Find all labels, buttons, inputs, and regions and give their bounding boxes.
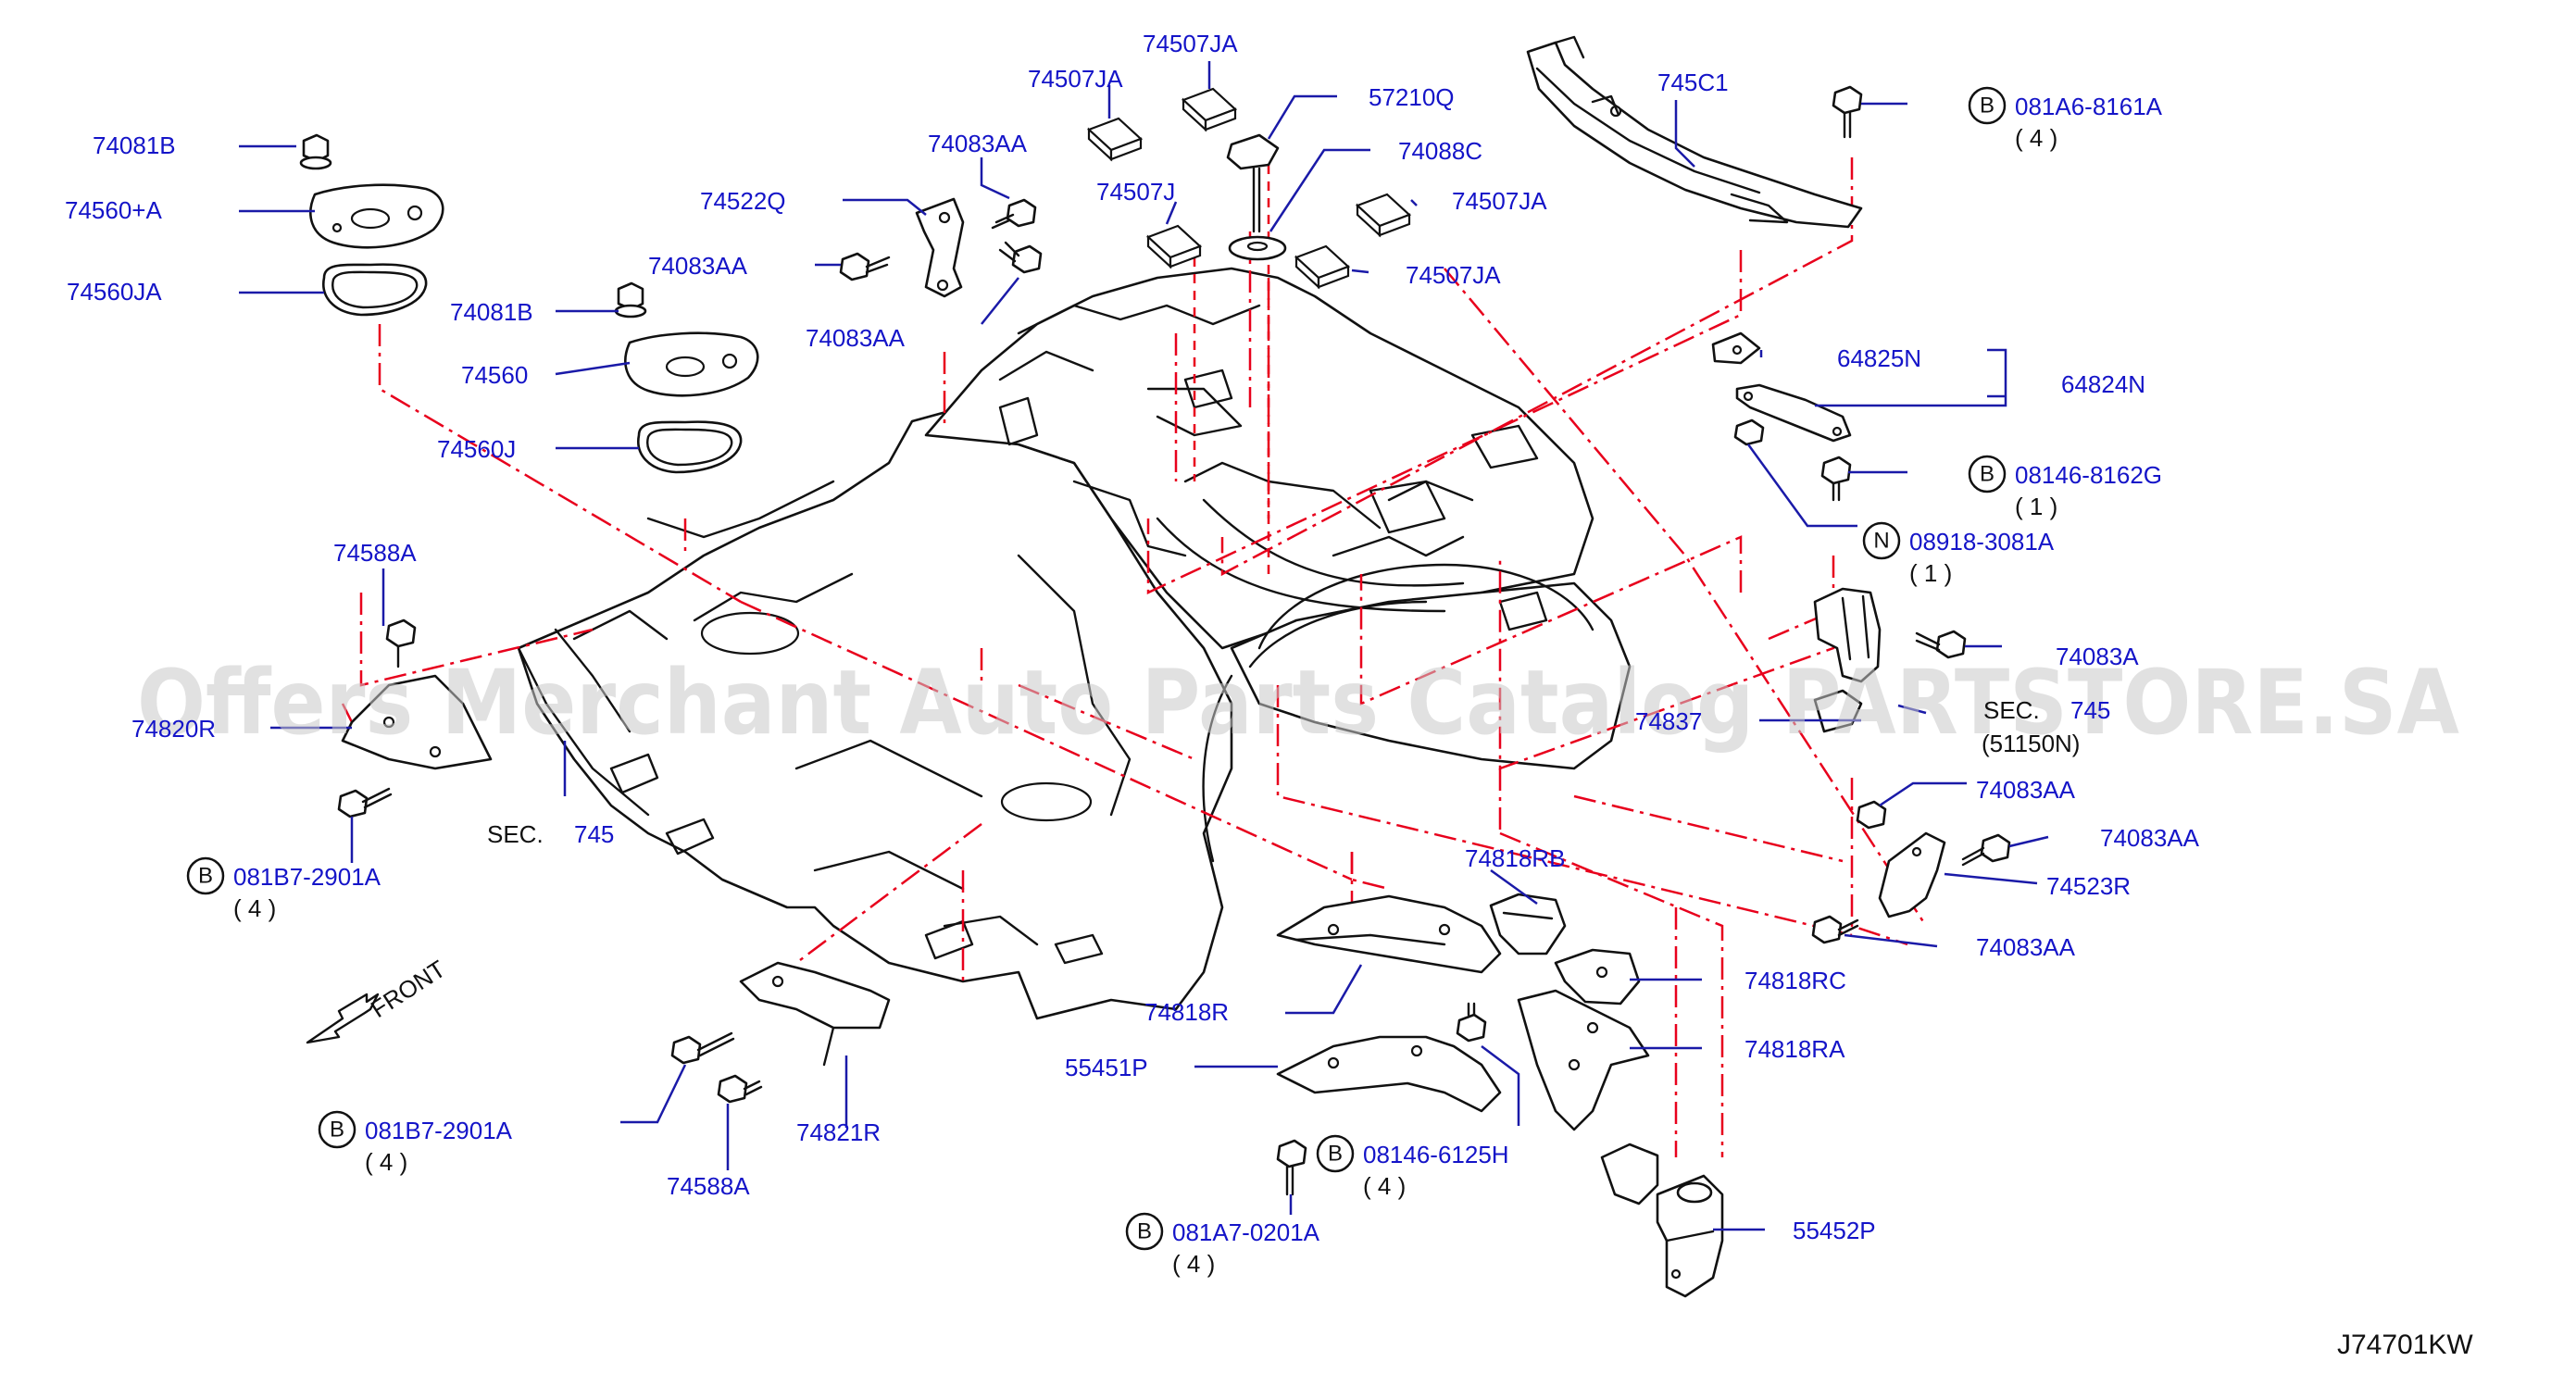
bracket-74523R xyxy=(1811,800,2011,944)
fastener-part: 08146-6125H xyxy=(1363,1141,1509,1168)
label-74818RB: 74818RB xyxy=(1465,844,1565,872)
watermark-text: Offers Merchant Auto Parts Catalog PARTS… xyxy=(137,651,2459,755)
fastener-qty: ( 4 ) xyxy=(2015,124,2057,152)
fastener-qty: ( 4 ) xyxy=(1363,1172,1406,1200)
label-74083A: 74083A xyxy=(2056,643,2139,670)
label-74507JA-1: 74507JA xyxy=(1028,65,1123,93)
label-74083AA-top: 74083AA xyxy=(928,130,1028,157)
fastener-part: 08146-8162G xyxy=(2015,461,2162,489)
label-74083AA-r2: 74083AA xyxy=(2100,824,2200,852)
label-74560A: 74560+A xyxy=(65,196,162,224)
label-55451P: 55451P xyxy=(1065,1054,1148,1081)
sec-ref-left-number: 745 xyxy=(574,820,614,848)
rail-745C1 xyxy=(1526,35,1863,229)
speaker-bracket-mid-left xyxy=(614,281,759,474)
bracket-55451P xyxy=(1276,1002,1502,1196)
label-74083AA-low: 74083AA xyxy=(806,324,906,352)
fastener-part: 08918-3081A xyxy=(1909,528,2055,556)
label-74818RC: 74818RC xyxy=(1744,967,1846,994)
front-arrow-icon xyxy=(306,993,380,1044)
label-74081B-a: 74081B xyxy=(93,131,176,159)
label-74820R: 74820R xyxy=(131,715,216,743)
label-74083AA-r1: 74083AA xyxy=(1976,776,2076,804)
label-74818R: 74818R xyxy=(1144,998,1229,1026)
fastener-qty: ( 1 ) xyxy=(1909,559,1952,587)
mount-55452P xyxy=(1600,1143,1724,1298)
fastener-part: 081A6-8161A xyxy=(2015,93,2163,120)
label-64824N: 64824N xyxy=(2061,370,2145,398)
fastener-callout: N 08918-3081A ( 1 ) xyxy=(1862,521,2055,587)
label-745C1: 745C1 xyxy=(1657,69,1729,96)
label-74088C: 74088C xyxy=(1398,137,1482,165)
fastener-callout: B 08146-8162G ( 1 ) xyxy=(1968,455,2162,520)
diagram-code: J74701KW xyxy=(2337,1330,2473,1360)
part-labels: 74081B 74560+A 74560JA 74522Q 74083AA 74… xyxy=(65,30,2200,1244)
fastener-callout: B 081A6-8161A ( 4 ) xyxy=(1968,86,2163,152)
label-74507JA-4: 74507JA xyxy=(1406,261,1501,289)
fastener-qty: ( 4 ) xyxy=(1172,1250,1215,1278)
label-64825N: 64825N xyxy=(1837,344,1921,372)
bracket-74522Q xyxy=(839,197,1043,298)
fastener-part: 081B7-2901A xyxy=(365,1117,513,1144)
label-74818RA: 74818RA xyxy=(1744,1035,1845,1063)
bracket-74083A xyxy=(1813,587,1967,683)
label-74523R: 74523R xyxy=(2046,872,2131,900)
sec-ref-right-sub: (51150N) xyxy=(1982,730,2080,757)
label-74507JA-2: 74507JA xyxy=(1143,30,1238,57)
fastener-part: 081A7-0201A xyxy=(1172,1218,1320,1246)
speaker-bracket-upper-left xyxy=(299,133,444,317)
fastener-symbol: B xyxy=(330,1118,344,1143)
label-74507J: 74507J xyxy=(1096,178,1175,206)
fastener-qty: ( 4 ) xyxy=(365,1148,407,1176)
fastener-part: 081B7-2901A xyxy=(233,863,381,891)
fastener-qty: ( 4 ) xyxy=(233,894,276,922)
fastener-symbol: B xyxy=(198,864,213,889)
pads xyxy=(1086,87,1412,290)
sec-ref-right-number: 745 xyxy=(2070,696,2110,724)
leader-lines xyxy=(239,61,2049,1231)
fastener-callout: B 08146-6125H ( 4 ) xyxy=(1316,1134,1509,1200)
phantom-lines xyxy=(341,148,1928,1157)
label-74083AA-mid: 74083AA xyxy=(648,252,748,280)
fastener-callout: B 081A7-0201A ( 4 ) xyxy=(1125,1212,1320,1278)
bracket-74821R xyxy=(670,961,891,1104)
section-refs: SEC. 745 SEC. 745 (51150N) xyxy=(487,696,2110,848)
fastener-callout: B 081B7-2901A ( 4 ) xyxy=(186,856,381,922)
label-57210Q: 57210Q xyxy=(1369,83,1455,111)
label-74083AA-r3: 74083AA xyxy=(1976,933,2076,961)
label-74588A-top: 74588A xyxy=(333,539,417,567)
front-label: FRONT xyxy=(366,955,451,1023)
fastener-symbol: B xyxy=(1980,94,1995,119)
brackets-64824N xyxy=(1711,331,1852,502)
label-74560J: 74560J xyxy=(437,435,516,463)
label-74821R: 74821R xyxy=(796,1118,881,1146)
bracket-74820R xyxy=(337,618,493,818)
label-74560JA: 74560JA xyxy=(67,278,162,306)
fastener-callout: B 081B7-2901A ( 4 ) xyxy=(318,1110,513,1176)
fastener-qty: ( 1 ) xyxy=(2015,493,2057,520)
fastener-symbol: B xyxy=(1137,1219,1152,1244)
label-74507JA-3: 74507JA xyxy=(1452,187,1547,215)
label-74560: 74560 xyxy=(461,361,528,389)
sec-ref-right-prefix: SEC. xyxy=(1983,696,2040,724)
brackets-74818 xyxy=(1276,893,1650,1131)
sec-ref-left-prefix: SEC. xyxy=(487,820,544,848)
fastener-symbol: B xyxy=(1980,462,1995,487)
label-74522Q: 74522Q xyxy=(700,187,786,215)
fastener-symbol: N xyxy=(1873,529,1889,554)
stud-and-grommet xyxy=(1226,133,1287,261)
fastener-symbol: B xyxy=(1328,1142,1343,1167)
label-74588A-bot: 74588A xyxy=(667,1172,750,1200)
label-74081B-b: 74081B xyxy=(450,298,533,326)
label-55452P: 55452P xyxy=(1793,1217,1876,1244)
label-74837: 74837 xyxy=(1635,707,1702,735)
